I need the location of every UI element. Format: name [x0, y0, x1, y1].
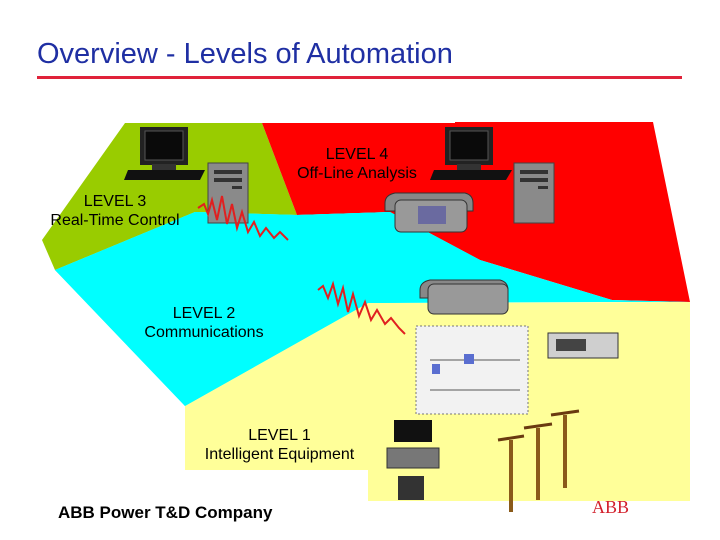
region-level-4	[262, 122, 690, 302]
level-1-label: LEVEL 1 Intelligent Equipment	[192, 426, 367, 464]
telephone-icon	[384, 192, 474, 233]
footer-company: ABB Power T&D Company	[58, 503, 273, 522]
telephone-icon	[419, 279, 509, 315]
level-2-name: LEVEL 2	[172, 305, 236, 322]
signal-wave-icon	[197, 195, 289, 241]
level-3-description: Real-Time Control	[50, 212, 180, 229]
region-level-1-label-box	[185, 406, 370, 470]
level-3-label: LEVEL 3 Real-Time Control	[42, 192, 188, 230]
footer-brand-logo: ABB	[592, 497, 630, 517]
level-2-description: Communications	[144, 324, 264, 341]
level-4-label: LEVEL 4 Off-Line Analysis	[293, 145, 421, 183]
level-4-name: LEVEL 4	[325, 146, 389, 163]
slide-title: Overview - Levels of Automation	[37, 38, 453, 70]
signal-wave-icon	[317, 280, 406, 335]
title-underline	[37, 76, 682, 79]
controller-module-icon	[386, 420, 440, 500]
region-level-3	[42, 123, 297, 270]
level-1-name: LEVEL 1	[248, 427, 311, 444]
level-4-description: Off-Line Analysis	[297, 165, 417, 182]
region-level-2-fill	[55, 212, 600, 406]
level-2-label: LEVEL 2 Communications	[136, 304, 272, 342]
relay-device-icon	[547, 332, 619, 359]
utility-pole-crossarm	[497, 409, 580, 442]
level-3-name: LEVEL 3	[83, 193, 147, 210]
computer-icon	[430, 127, 555, 224]
level-1-description: Intelligent Equipment	[204, 446, 355, 463]
control-panel-icon	[415, 325, 529, 415]
utility-pole-icon	[509, 415, 567, 512]
